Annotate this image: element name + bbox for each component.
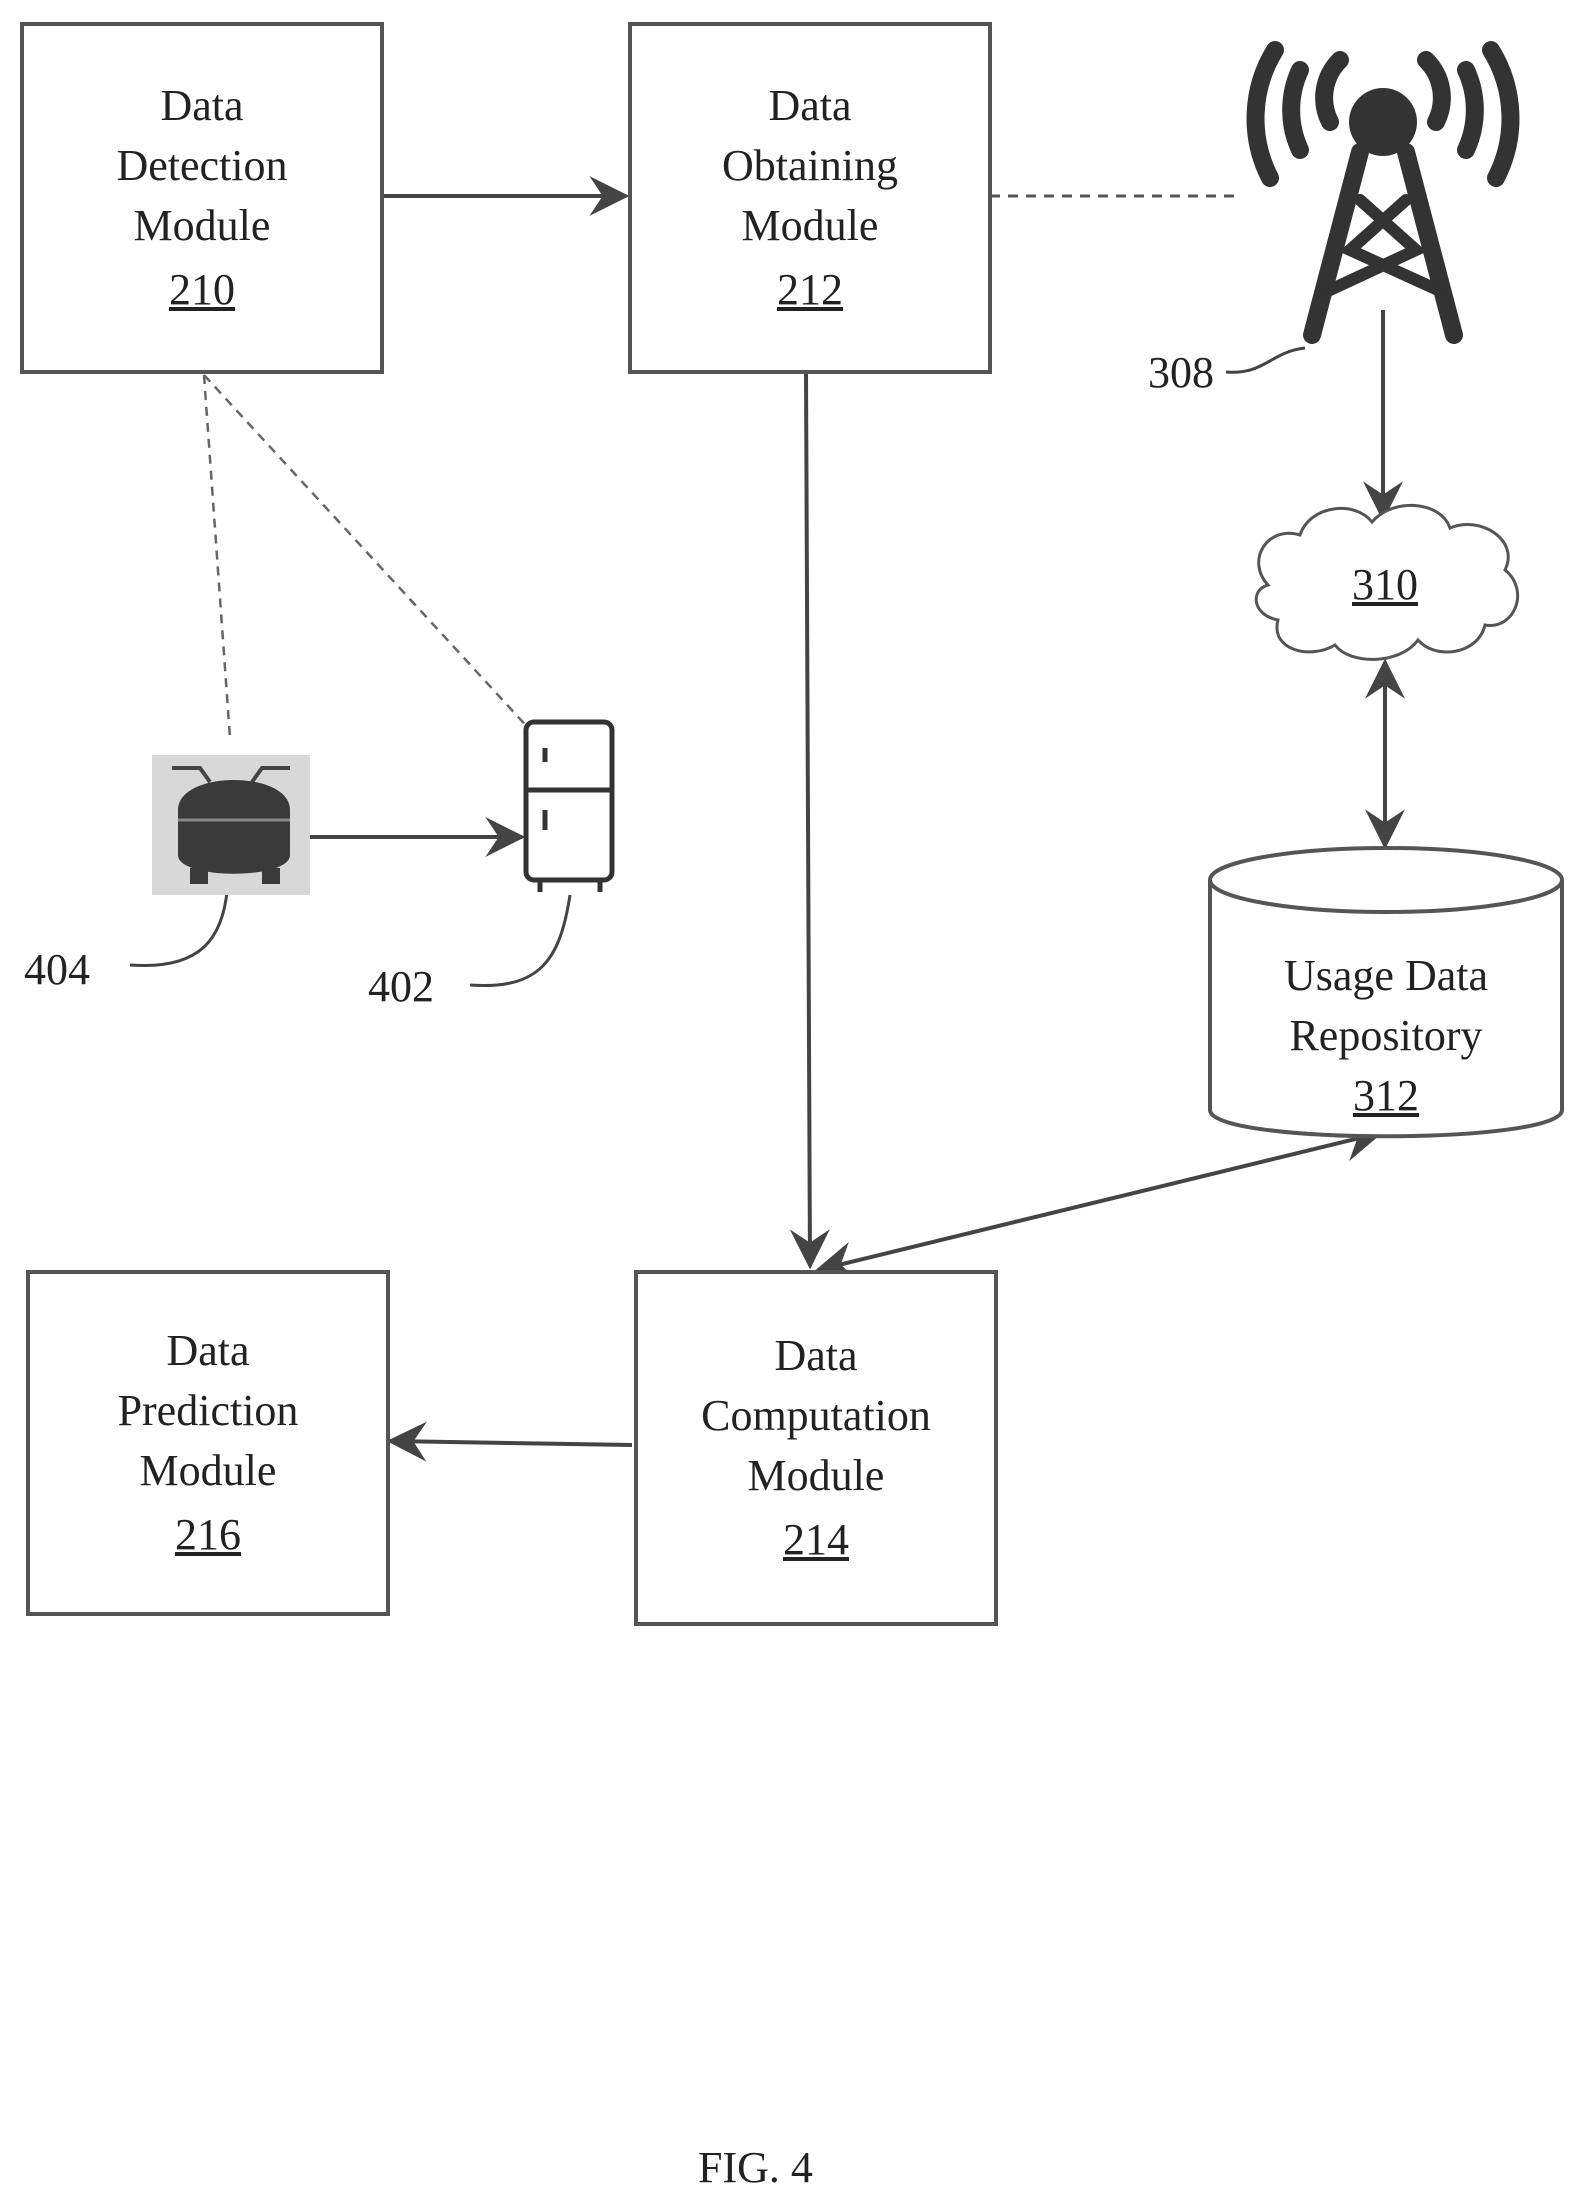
module-ref: 214	[783, 1510, 849, 1570]
dashed-link-detection-fridge	[204, 375, 532, 732]
arrow-repository-computation	[818, 1133, 1380, 1270]
dashed-link-detection-meter	[204, 375, 230, 738]
module-title-line3: Module	[748, 1446, 885, 1506]
module-title-line2: Prediction	[118, 1381, 299, 1441]
module-ref: 216	[175, 1505, 241, 1565]
repository-title-line1: Usage Data	[1210, 946, 1562, 1006]
arrow-computation-to-prediction	[390, 1441, 632, 1445]
data-detection-module: Data Detection Module 210	[20, 22, 384, 374]
module-ref: 210	[169, 260, 235, 320]
repository-title-line2: Repository	[1210, 1006, 1562, 1066]
meter-device-icon	[152, 755, 310, 895]
module-ref: 212	[777, 260, 843, 320]
usage-data-repository: Usage Data Repository 312	[1210, 946, 1562, 1126]
module-title-line2: Detection	[116, 136, 287, 196]
module-title-line3: Module	[134, 196, 271, 256]
module-title-line2: Computation	[701, 1386, 931, 1446]
data-prediction-module: Data Prediction Module 216	[26, 1270, 390, 1616]
meter-ref: 404	[24, 945, 90, 995]
fridge-ref: 402	[368, 962, 434, 1012]
module-title-line2: Obtaining	[722, 136, 898, 196]
data-obtaining-module: Data Obtaining Module 212	[628, 22, 992, 374]
module-title-line3: Module	[140, 1441, 277, 1501]
module-title-line3: Module	[742, 196, 879, 256]
arrow-obtaining-to-computation	[806, 373, 810, 1266]
refrigerator-icon	[526, 722, 612, 892]
repository-ref: 312	[1210, 1066, 1562, 1126]
radio-tower-icon	[1256, 50, 1511, 335]
tower-ref: 308	[1148, 348, 1214, 398]
network-ref: 310	[1340, 560, 1430, 610]
module-title-line1: Data	[166, 1321, 249, 1381]
figure-caption: FIG. 4	[698, 2142, 813, 2193]
module-title-line1: Data	[768, 76, 851, 136]
module-title-line1: Data	[774, 1326, 857, 1386]
leader-402	[470, 895, 570, 986]
data-computation-module: Data Computation Module 214	[634, 1270, 998, 1626]
leader-308	[1226, 348, 1305, 372]
module-title-line1: Data	[160, 76, 243, 136]
